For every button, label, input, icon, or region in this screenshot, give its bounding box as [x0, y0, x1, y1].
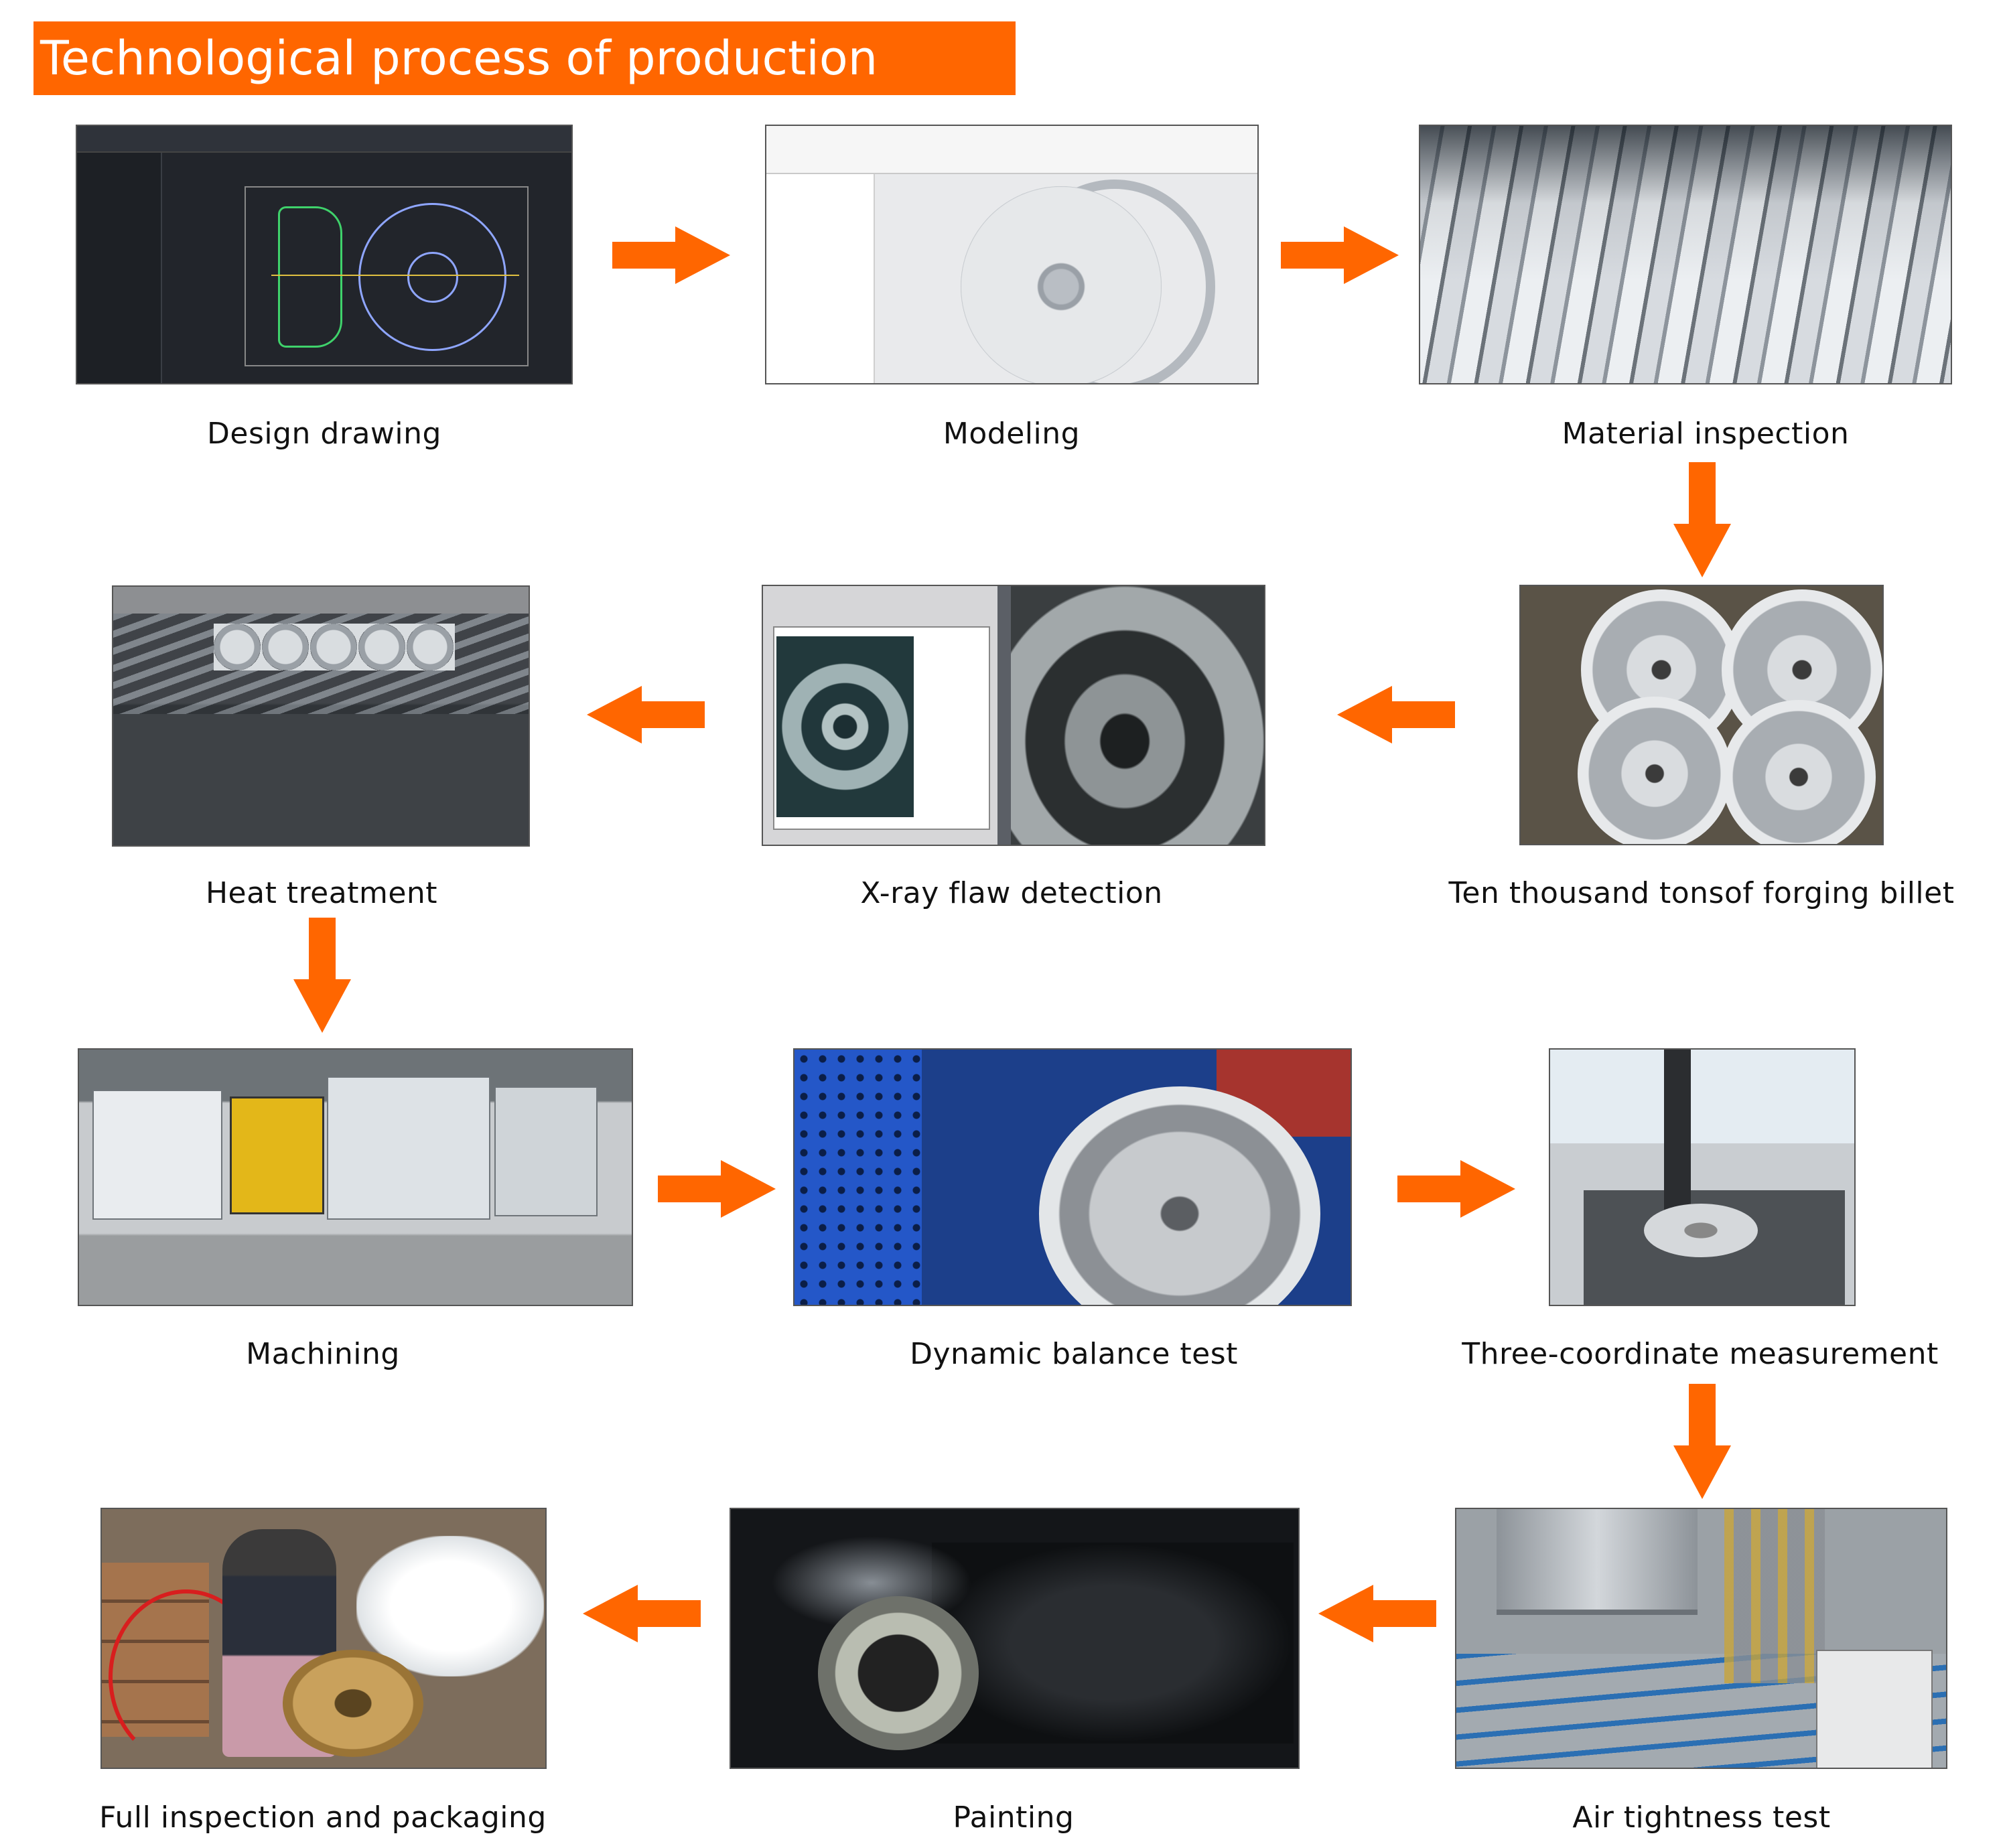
painting-photo	[730, 1508, 1300, 1769]
modeling-photo	[765, 125, 1259, 384]
arrow-down-icon	[1673, 462, 1731, 577]
step-label-painting: Painting	[953, 1800, 1075, 1835]
step-label-x-ray-flaw-detection: X-ray flaw detection	[860, 876, 1163, 910]
arrow-right-icon	[1397, 1160, 1515, 1218]
arrow-right-icon	[612, 226, 730, 284]
x-ray-flaw-detection-photo	[762, 585, 1265, 846]
arrow-left-icon	[583, 1585, 701, 1642]
step-label-design-drawing: Design drawing	[207, 417, 441, 451]
arrow-left-icon	[587, 686, 705, 743]
material-inspection-photo	[1419, 125, 1952, 384]
arrow-right-icon	[1281, 226, 1399, 284]
dynamic-balance-test-photo	[793, 1048, 1352, 1306]
forging-billet-photo	[1519, 585, 1884, 845]
arrow-down-icon	[1673, 1384, 1731, 1499]
heat-treatment-photo	[112, 585, 530, 847]
air-tightness-test-photo	[1455, 1508, 1947, 1769]
full-inspection-and-packaging-photo	[100, 1508, 547, 1769]
step-label-full-inspection-and-packaging: Full inspection and packaging	[99, 1800, 547, 1835]
step-label-modeling: Modeling	[943, 417, 1081, 451]
step-label-heat-treatment: Heat treatment	[205, 876, 438, 910]
arrow-left-icon	[1337, 686, 1455, 743]
machining-photo	[78, 1048, 633, 1306]
arrow-left-icon	[1318, 1585, 1436, 1642]
step-label-dynamic-balance-test: Dynamic balance test	[910, 1337, 1238, 1371]
step-label-forging-billet: Ten thousand tonsof forging billet	[1448, 876, 1955, 910]
step-label-machining: Machining	[246, 1337, 400, 1371]
design-drawing-photo	[76, 125, 573, 384]
arrow-down-icon	[293, 918, 351, 1033]
arrow-right-icon	[658, 1160, 776, 1218]
step-label-three-coordinate-measurement: Three-coordinate measurement	[1462, 1337, 1939, 1371]
page-title: Technological process of production	[40, 31, 878, 86]
step-label-air-tightness-test: Air tightness test	[1572, 1800, 1831, 1835]
three-coordinate-measurement-photo	[1549, 1048, 1856, 1306]
title-banner: Technological process of production	[33, 21, 1016, 95]
step-label-material-inspection: Material inspection	[1562, 417, 1850, 451]
